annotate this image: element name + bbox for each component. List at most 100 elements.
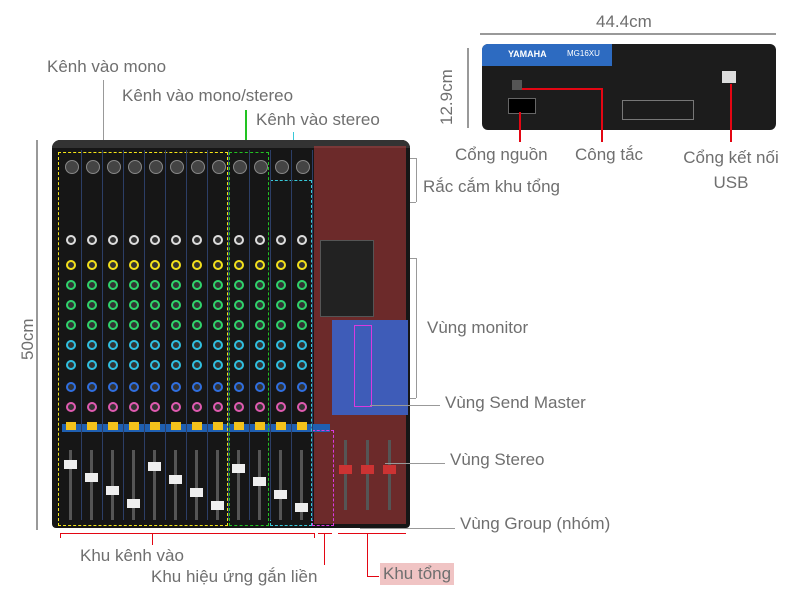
- knob[interactable]: [192, 402, 202, 412]
- knob[interactable]: [213, 382, 223, 392]
- knob[interactable]: [108, 235, 118, 245]
- knob[interactable]: [87, 260, 97, 270]
- knob[interactable]: [108, 340, 118, 350]
- knob[interactable]: [150, 340, 160, 350]
- channel-button[interactable]: [129, 422, 139, 430]
- knob[interactable]: [87, 300, 97, 310]
- knob[interactable]: [276, 235, 286, 245]
- knob[interactable]: [171, 340, 181, 350]
- knob[interactable]: [66, 260, 76, 270]
- knob[interactable]: [297, 382, 307, 392]
- knob[interactable]: [234, 382, 244, 392]
- knob[interactable]: [66, 235, 76, 245]
- knob[interactable]: [213, 260, 223, 270]
- knob[interactable]: [129, 280, 139, 290]
- knob[interactable]: [192, 300, 202, 310]
- knob[interactable]: [129, 320, 139, 330]
- master-fader-knob[interactable]: [383, 465, 396, 474]
- knob[interactable]: [255, 260, 265, 270]
- knob[interactable]: [213, 320, 223, 330]
- knob[interactable]: [297, 340, 307, 350]
- fader-knob[interactable]: [211, 501, 224, 510]
- fader-knob[interactable]: [106, 486, 119, 495]
- knob[interactable]: [87, 340, 97, 350]
- master-fader-knob[interactable]: [339, 465, 352, 474]
- knob[interactable]: [255, 382, 265, 392]
- knob[interactable]: [66, 360, 76, 370]
- knob[interactable]: [297, 300, 307, 310]
- knob[interactable]: [192, 320, 202, 330]
- knob[interactable]: [297, 235, 307, 245]
- knob[interactable]: [255, 320, 265, 330]
- knob[interactable]: [192, 360, 202, 370]
- master-fader-knob[interactable]: [361, 465, 374, 474]
- knob[interactable]: [192, 340, 202, 350]
- knob[interactable]: [234, 235, 244, 245]
- knob[interactable]: [66, 382, 76, 392]
- knob[interactable]: [66, 320, 76, 330]
- knob[interactable]: [234, 360, 244, 370]
- knob[interactable]: [276, 320, 286, 330]
- knob[interactable]: [129, 402, 139, 412]
- knob[interactable]: [234, 280, 244, 290]
- knob[interactable]: [213, 280, 223, 290]
- fader-knob[interactable]: [85, 473, 98, 482]
- knob[interactable]: [87, 235, 97, 245]
- knob[interactable]: [297, 260, 307, 270]
- knob[interactable]: [171, 235, 181, 245]
- knob[interactable]: [129, 235, 139, 245]
- knob[interactable]: [297, 402, 307, 412]
- fader-knob[interactable]: [232, 464, 245, 473]
- knob[interactable]: [87, 280, 97, 290]
- fader-knob[interactable]: [190, 488, 203, 497]
- channel-button[interactable]: [297, 422, 307, 430]
- knob[interactable]: [213, 235, 223, 245]
- knob[interactable]: [171, 382, 181, 392]
- knob[interactable]: [255, 300, 265, 310]
- knob[interactable]: [129, 260, 139, 270]
- fader-knob[interactable]: [169, 475, 182, 484]
- knob[interactable]: [213, 340, 223, 350]
- channel-button[interactable]: [171, 422, 181, 430]
- channel-button[interactable]: [192, 422, 202, 430]
- knob[interactable]: [297, 360, 307, 370]
- knob[interactable]: [150, 382, 160, 392]
- knob[interactable]: [234, 340, 244, 350]
- knob[interactable]: [150, 260, 160, 270]
- knob[interactable]: [171, 300, 181, 310]
- knob[interactable]: [192, 260, 202, 270]
- fader-knob[interactable]: [253, 477, 266, 486]
- knob[interactable]: [150, 320, 160, 330]
- knob[interactable]: [297, 280, 307, 290]
- fader-knob[interactable]: [148, 462, 161, 471]
- knob[interactable]: [87, 320, 97, 330]
- knob[interactable]: [255, 402, 265, 412]
- knob[interactable]: [171, 260, 181, 270]
- knob[interactable]: [108, 402, 118, 412]
- knob[interactable]: [150, 280, 160, 290]
- knob[interactable]: [171, 402, 181, 412]
- fader-knob[interactable]: [274, 490, 287, 499]
- knob[interactable]: [129, 300, 139, 310]
- knob[interactable]: [276, 402, 286, 412]
- knob[interactable]: [276, 382, 286, 392]
- knob[interactable]: [297, 320, 307, 330]
- knob[interactable]: [66, 340, 76, 350]
- knob[interactable]: [66, 280, 76, 290]
- knob[interactable]: [255, 360, 265, 370]
- knob[interactable]: [108, 280, 118, 290]
- fader-knob[interactable]: [295, 503, 308, 512]
- fader-knob[interactable]: [127, 499, 140, 508]
- knob[interactable]: [129, 382, 139, 392]
- channel-button[interactable]: [150, 422, 160, 430]
- knob[interactable]: [276, 360, 286, 370]
- knob[interactable]: [87, 402, 97, 412]
- knob[interactable]: [171, 320, 181, 330]
- channel-button[interactable]: [108, 422, 118, 430]
- knob[interactable]: [234, 320, 244, 330]
- knob[interactable]: [234, 402, 244, 412]
- knob[interactable]: [129, 340, 139, 350]
- knob[interactable]: [213, 360, 223, 370]
- knob[interactable]: [150, 235, 160, 245]
- knob[interactable]: [255, 235, 265, 245]
